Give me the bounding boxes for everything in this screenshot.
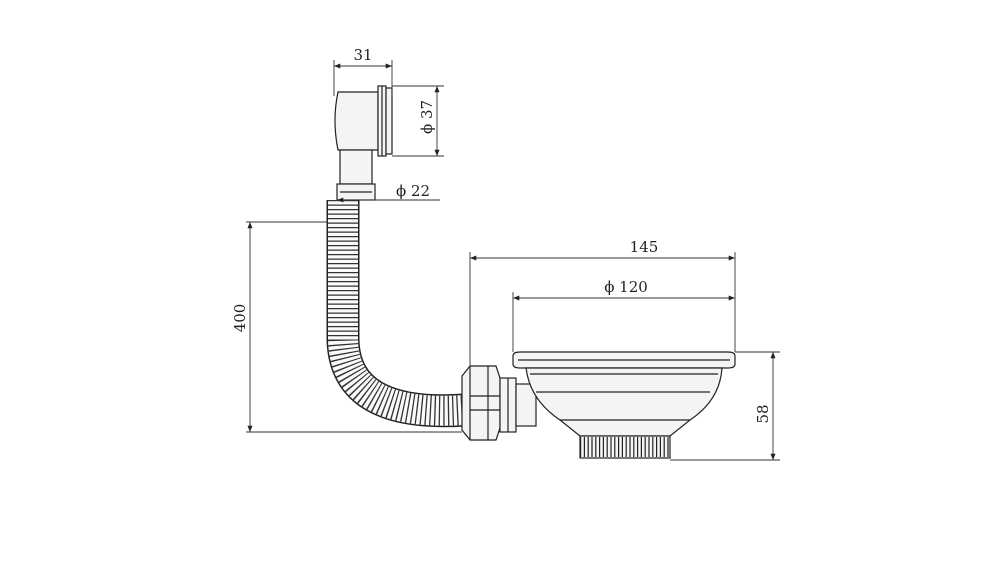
dim-label-outlet-width: 31 [353,46,372,64]
overflow-outlet [334,85,393,201]
dim-label-strainer-diameter: ϕ 120 [604,278,648,296]
dim-label-strainer-width: 145 [630,238,659,256]
dimension-strainer-width: 145 [469,238,736,372]
dimension-outlet-width: 31 [333,46,393,96]
dimension-hose-height: 400 [231,221,462,433]
dimension-strainer-height: 58 [670,351,780,461]
dim-label-hose-height: 400 [231,304,249,333]
corrugated-hose [326,200,467,428]
dimension-strainer-diameter: ϕ 120 [512,278,735,352]
strainer-basket [512,351,736,459]
dimension-outlet-diameter: ϕ 37 [392,85,444,157]
dim-label-outlet-diameter: ϕ 37 [418,100,436,134]
dimension-pipe-diameter: ϕ 22 [337,182,440,203]
dim-label-strainer-height: 58 [754,404,772,423]
connector-nut [461,365,537,441]
dim-label-pipe-diameter: ϕ 22 [396,182,430,200]
